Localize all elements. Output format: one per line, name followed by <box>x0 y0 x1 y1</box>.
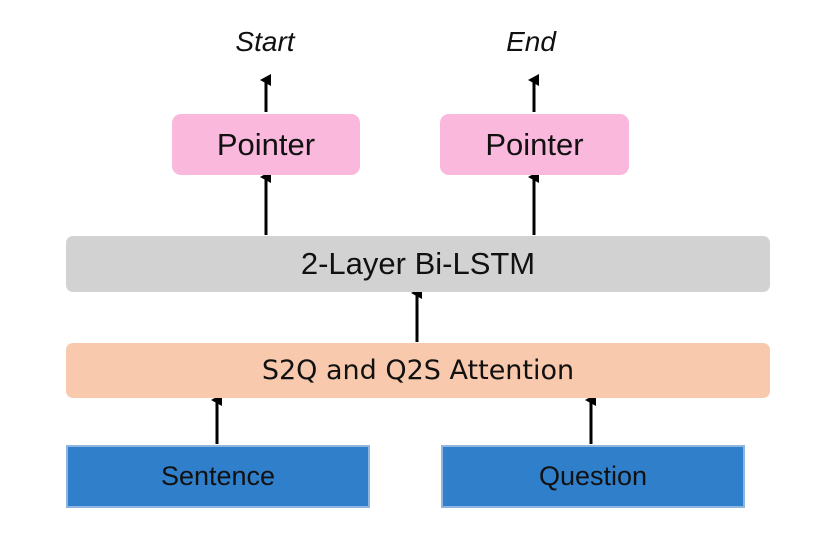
end-output-label: End <box>506 26 556 57</box>
bilstm-layer-box: 2-Layer Bi-LSTM <box>66 236 770 292</box>
question-input-box: Question <box>441 445 745 508</box>
pointer-end-box: Pointer <box>440 114 629 175</box>
sentence-input-box: Sentence <box>66 445 370 508</box>
pointer-start-box: Pointer <box>172 114 360 175</box>
start-output-label: Start <box>235 26 295 57</box>
attention-layer-box: S2Q and Q2S Attention <box>66 343 770 398</box>
